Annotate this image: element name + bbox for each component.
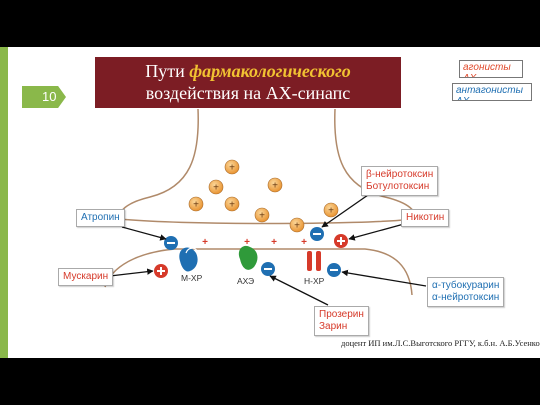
minus-badge-n-top <box>310 227 324 241</box>
vesicles: + + + + + + + + <box>188 159 339 233</box>
legend-antagonists: антагонисты АХ <box>452 83 532 101</box>
vesicle: + <box>267 177 283 193</box>
arrow-proserin <box>269 275 329 306</box>
minus-badge-ache <box>261 262 275 276</box>
arrow-nicotine <box>348 223 405 241</box>
arrow-tubocurarine <box>341 269 427 287</box>
vesicle: + <box>224 196 240 212</box>
svg-text:+: + <box>259 211 265 222</box>
accent-bar <box>0 47 8 358</box>
svg-text:+: + <box>229 163 235 174</box>
antagonist-badges <box>164 227 341 277</box>
minus-badge-n-right <box>327 263 341 277</box>
ach-plus: + <box>202 237 208 248</box>
vesicle: + <box>254 207 270 223</box>
vesicle: + <box>224 159 240 175</box>
label-tubocurarine-2: α-нейротоксин <box>432 292 500 303</box>
vesicle: + <box>188 196 204 212</box>
synapse-diagram: + + + + + + + + + + + + <box>104 108 427 306</box>
agonist-badges <box>154 234 348 278</box>
m-receptor-shape <box>179 247 198 272</box>
caption-n-receptor: Н-ХР <box>304 276 325 286</box>
title-line-2: воздействия на АХ-синапс <box>145 83 351 103</box>
title-highlight: фармакологического <box>189 61 351 81</box>
svg-text:+: + <box>294 221 300 232</box>
legend-agonists: агонисты АХ <box>459 60 523 78</box>
slide-number: 10 <box>22 86 66 108</box>
plus-badge-muscarine <box>154 264 168 278</box>
title-line-1: Пути фармакологического <box>95 60 401 82</box>
ach-plus: + <box>271 237 277 248</box>
label-muscarine: Мускарин <box>58 268 114 286</box>
label-tubocurarine: α-тубокурарин α-нейротоксин <box>427 277 505 307</box>
ach-plus: + <box>301 237 307 248</box>
title-prefix: Пути <box>145 61 190 81</box>
vesicle: + <box>289 217 305 233</box>
vesicle: + <box>208 179 224 195</box>
caption-m-receptor: М-ХР <box>181 273 203 283</box>
vesicle: + <box>323 202 339 218</box>
postsynaptic-membrane <box>104 248 413 296</box>
arrow-muscarine <box>109 268 154 277</box>
svg-text:+: + <box>193 200 199 211</box>
label-proserin-1: Прозерин <box>319 309 364 320</box>
slide: 10 Пути фармакологического воздействия н… <box>0 47 540 358</box>
label-neurotoxin-1: β-нейротоксин <box>366 169 434 180</box>
svg-text:+: + <box>272 181 278 192</box>
arrow-atropine <box>121 226 167 241</box>
arrow-neurotoxin <box>321 194 369 228</box>
caption-ache: АХЭ <box>237 276 255 286</box>
ach-plus: + <box>244 237 250 248</box>
minus-badge-m <box>164 236 178 250</box>
plus-badge-nicotine <box>334 234 348 248</box>
arrows <box>109 194 427 306</box>
svg-text:+: + <box>328 206 334 217</box>
label-proserin-2: Зарин <box>319 321 348 332</box>
label-proserin: Прозерин Зарин <box>314 306 369 336</box>
label-tubocurarine-1: α-тубокурарин <box>432 280 500 291</box>
svg-text:+: + <box>213 183 219 194</box>
ache-enzyme-shape <box>238 245 258 270</box>
ach-molecules: + + + + <box>202 237 307 248</box>
label-atropine: Атропин <box>76 209 125 227</box>
label-neurotoxin: β-нейротоксин Ботулотоксин <box>361 166 439 196</box>
n-receptor-shape <box>307 251 321 271</box>
footer-credit: доцент ИП им.Л.С.Выготского РГГУ, к.б.н.… <box>341 338 540 348</box>
label-neurotoxin-2: Ботулотоксин <box>366 181 430 192</box>
slide-title: Пути фармакологического воздействия на А… <box>95 57 401 108</box>
svg-text:+: + <box>229 200 235 211</box>
label-nicotine: Никотин <box>401 209 450 227</box>
